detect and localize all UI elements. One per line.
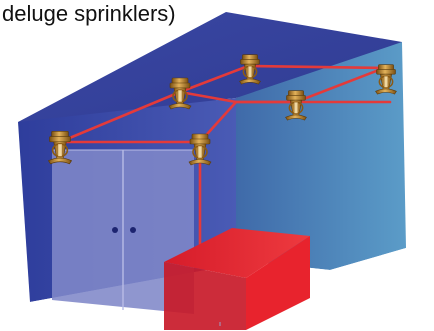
tank-side — [246, 236, 310, 330]
tank-front — [164, 262, 246, 330]
right-wall — [236, 42, 406, 270]
knob-icon — [130, 227, 136, 233]
ceiling-panel — [18, 12, 402, 140]
tank-top — [164, 228, 310, 278]
caption-text: deluge sprinklers) — [2, 1, 176, 26]
knob-icon — [112, 227, 118, 233]
